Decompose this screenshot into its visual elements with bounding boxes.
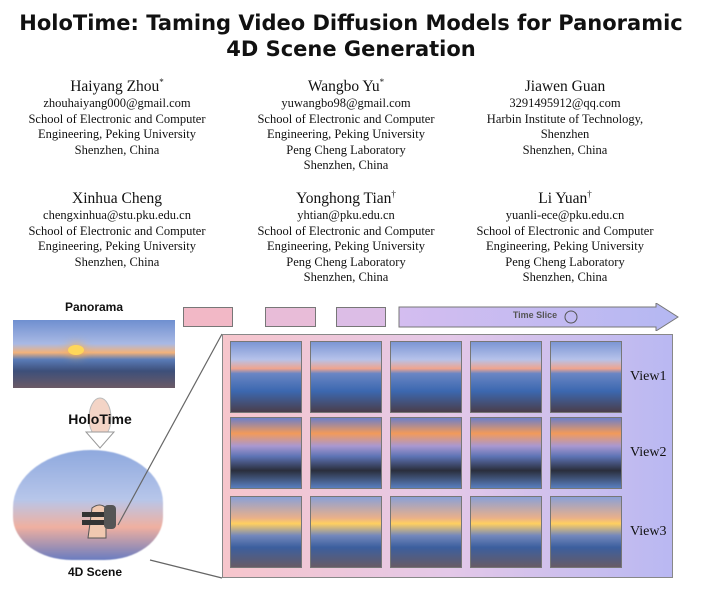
view-label: View1: [630, 369, 667, 384]
view-frame: [390, 417, 462, 489]
author-affiliation-line: yuwangbo98@gmail.com: [281, 96, 411, 111]
time-arrow: [398, 303, 679, 331]
view-frame: [230, 496, 302, 568]
author-affiliation-line: 3291495912@qq.com: [509, 96, 621, 111]
author-affiliation-line: School of Electronic and Computer: [257, 111, 435, 126]
panorama-label: Panorama: [64, 300, 124, 314]
author-affiliation-line: Shenzhen, China: [74, 254, 160, 269]
4d-scene-image: [13, 450, 163, 560]
author-affiliation-line: Engineering, Peking University: [267, 239, 425, 254]
author-affiliation-line: Shenzhen, China: [522, 270, 608, 285]
author-name: Xinhua Cheng: [72, 190, 162, 208]
view-frame: [390, 496, 462, 568]
author-affiliation-line: Shenzhen, China: [303, 270, 389, 285]
panorama-image: [13, 320, 175, 388]
author-affiliation-line: Shenzhen: [540, 127, 590, 142]
author-affiliation-line: yuanli-ece@pku.edu.cn: [505, 208, 625, 223]
author-affiliation-line: chengxinhua@stu.pku.edu.cn: [43, 208, 191, 223]
author-affiliation-line: Engineering, Peking University: [486, 239, 644, 254]
view-frame: [470, 341, 542, 413]
paper-title: HoloTime: Taming Video Diffusion Models …: [19, 11, 683, 61]
view-frame: [310, 417, 382, 489]
author-affiliation-line: School of Electronic and Computer: [257, 223, 435, 238]
author-affiliation-line: School of Electronic and Computer: [28, 223, 206, 238]
view-frame: [310, 341, 382, 413]
author-name: Yonghong Tian†: [296, 189, 396, 208]
author-affiliation-line: Shenzhen, China: [303, 158, 389, 173]
time-slice-box: [183, 307, 233, 327]
view-frame: [230, 341, 302, 413]
view-frame: [470, 417, 542, 489]
figure-lines: [82, 333, 223, 579]
view-frame: [470, 496, 542, 568]
author-affiliation-line: Peng Cheng Laboratory: [286, 254, 406, 269]
view-label: View2: [630, 445, 667, 460]
view-frame: [550, 496, 622, 568]
author-affiliation-line: Shenzhen, China: [522, 142, 608, 157]
clock-icon: [564, 310, 578, 324]
author-affiliation-line: Shenzhen, China: [74, 142, 160, 157]
author-affiliation-line: Engineering, Peking University: [267, 127, 425, 142]
author-name: Li Yuan†: [538, 189, 592, 208]
view-frame: [310, 496, 382, 568]
view-frame: [390, 341, 462, 413]
author-affiliation-line: School of Electronic and Computer: [28, 111, 206, 126]
author-name: Haiyang Zhou*: [70, 77, 164, 96]
time-slice-box: [336, 307, 386, 327]
author-affiliation-line: School of Electronic and Computer: [476, 223, 654, 238]
down-arrow-icon: [84, 397, 116, 449]
holotime-label: HoloTime: [68, 411, 132, 427]
author-name: Jiawen Guan: [524, 78, 606, 96]
view-frame: [550, 417, 622, 489]
view-frame: [550, 341, 622, 413]
author-affiliation-line: zhouhaiyang000@gmail.com: [43, 96, 191, 111]
author-name: Wangbo Yu*: [307, 77, 385, 96]
author-affiliation-line: yhtian@pku.edu.cn: [297, 208, 395, 223]
author-affiliation-line: Peng Cheng Laboratory: [505, 254, 625, 269]
time-slice-box: [265, 307, 316, 327]
author-affiliation-line: Engineering, Peking University: [38, 127, 196, 142]
author-affiliation-line: Peng Cheng Laboratory: [286, 142, 406, 157]
4d-scene-label: 4D Scene: [67, 565, 123, 579]
time-slice-label: Time Slice: [512, 310, 558, 320]
author-affiliation-line: Engineering, Peking University: [38, 239, 196, 254]
view-label: View3: [630, 524, 667, 539]
author-affiliation-line: Harbin Institute of Technology,: [486, 111, 644, 126]
view-frame: [230, 417, 302, 489]
